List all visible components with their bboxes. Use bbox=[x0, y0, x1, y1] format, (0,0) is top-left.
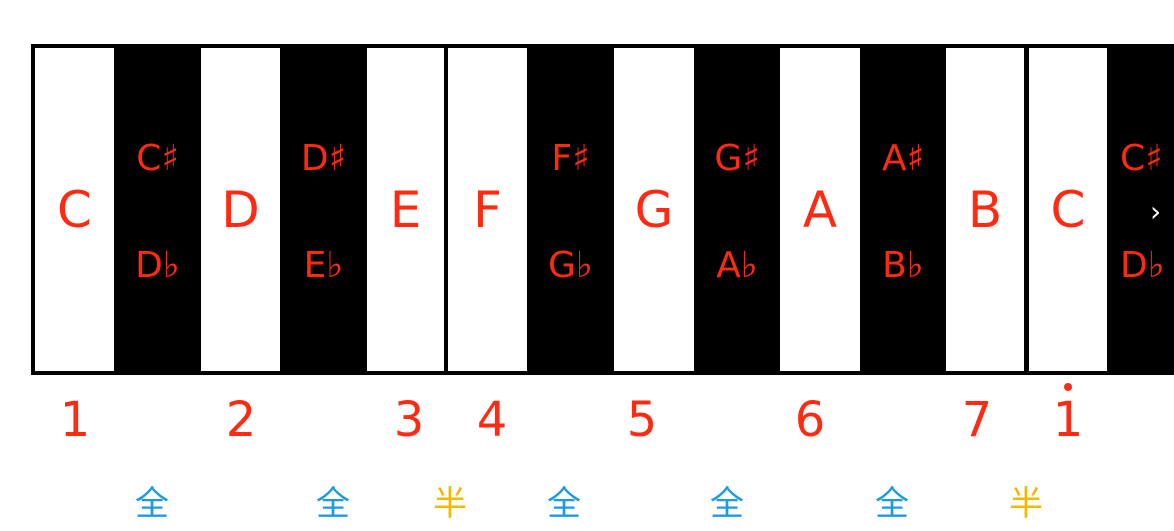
note-label: A bbox=[802, 180, 838, 239]
sharp-label: F♯ bbox=[551, 138, 590, 179]
black-key-g-sharp: G♯ A♭ bbox=[694, 48, 780, 371]
sharp-label: G♯ bbox=[714, 138, 760, 179]
degree-number: 4 bbox=[476, 392, 508, 448]
degree-number: 7 bbox=[961, 392, 993, 448]
step-label: 半 bbox=[433, 484, 467, 524]
flat-label: D♭ bbox=[1120, 245, 1165, 286]
chevron-right-icon[interactable]: › bbox=[1150, 195, 1162, 228]
flat-label: D♭ bbox=[135, 245, 180, 286]
flat-label: G♭ bbox=[548, 245, 593, 286]
octave-dot bbox=[1064, 383, 1072, 391]
white-key-d: D bbox=[201, 48, 280, 371]
degree-number: 5 bbox=[626, 392, 658, 448]
degree-number: 3 bbox=[393, 392, 425, 448]
white-key-a: A bbox=[780, 48, 860, 371]
white-key-e: E bbox=[367, 48, 444, 371]
sharp-label: A♯ bbox=[881, 138, 925, 179]
step-label: 全 bbox=[875, 484, 909, 524]
note-label: B bbox=[967, 180, 1003, 239]
sharp-label: D♯ bbox=[300, 138, 347, 179]
step-label: 全 bbox=[316, 484, 350, 524]
flat-label: A♭ bbox=[716, 245, 758, 286]
note-label: G bbox=[634, 180, 674, 239]
degree-number: 1 bbox=[1052, 392, 1084, 448]
step-label: 全 bbox=[135, 484, 169, 524]
step-label: 全 bbox=[547, 484, 581, 524]
white-key-g: G bbox=[614, 48, 694, 371]
step-label: 全 bbox=[710, 484, 744, 524]
sharp-label: C♯ bbox=[1120, 138, 1163, 179]
white-key-b: B bbox=[946, 48, 1024, 371]
white-key-c-high: C bbox=[1029, 48, 1107, 371]
black-key-c-sharp: C♯ D♭ bbox=[114, 48, 201, 371]
note-label: D bbox=[221, 180, 260, 239]
flat-label: B♭ bbox=[882, 245, 924, 286]
step-label: 半 bbox=[1009, 484, 1043, 524]
black-key-c-sharp-high: C♯ D♭ bbox=[1107, 48, 1174, 371]
degree-number: 1 bbox=[59, 392, 91, 448]
note-label: C bbox=[1050, 180, 1086, 239]
note-label: C bbox=[57, 180, 92, 239]
note-label: F bbox=[473, 180, 502, 239]
white-key-c: C bbox=[35, 48, 114, 371]
degree-number: 2 bbox=[225, 392, 257, 448]
sharp-label: C♯ bbox=[136, 138, 179, 179]
black-key-a-sharp: A♯ B♭ bbox=[860, 48, 946, 371]
black-key-d-sharp: D♯ E♭ bbox=[280, 48, 367, 371]
degree-number: 6 bbox=[794, 392, 826, 448]
white-key-f: F bbox=[448, 48, 527, 371]
piano-keyboard: C D E F G A B C C♯ D♭ D♯ E♭ F♯ G♭ G♯ A♭ … bbox=[31, 44, 1174, 375]
flat-label: E♭ bbox=[303, 245, 344, 286]
black-key-f-sharp: F♯ G♭ bbox=[527, 48, 614, 371]
note-label: E bbox=[389, 180, 422, 239]
